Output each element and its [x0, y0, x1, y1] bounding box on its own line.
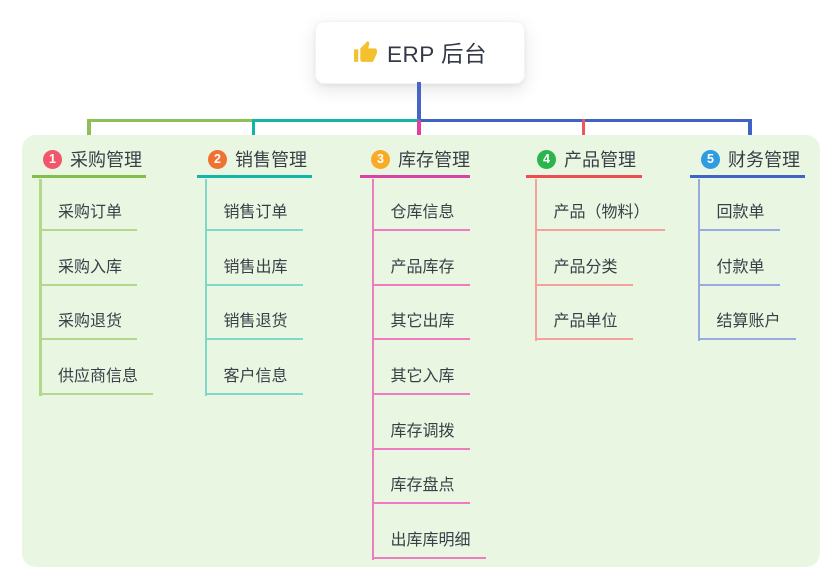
node-receipt-doc[interactable]: 回款单 [697, 202, 780, 231]
branch-header-inventory[interactable]: 3 库存管理 [360, 143, 470, 178]
drop-line-product [581, 118, 585, 146]
branch-header-product[interactable]: 4 产品管理 [526, 143, 642, 178]
node-warehouse-info[interactable]: 仓库信息 [371, 202, 470, 231]
drop-line-sales [251, 118, 255, 146]
node-sales-outbound[interactable]: 销售出库 [204, 257, 303, 286]
root-title: ERP 后台 [386, 41, 488, 67]
node-outbound-detail[interactable]: 出库库明细 [371, 530, 486, 559]
branch-title: 采购管理 [70, 150, 142, 170]
branch-trunk-finance [697, 178, 700, 341]
branch-number-badge: 1 [43, 149, 62, 169]
branch-trunk-inventory [371, 178, 374, 560]
bus-segment-blue [419, 118, 752, 122]
mindmap-panel [22, 135, 820, 567]
branch-header-purchase[interactable]: 1 采购管理 [32, 143, 146, 178]
branch-trunk-product [534, 178, 537, 341]
drop-line-inventory [417, 120, 421, 146]
node-product-unit[interactable]: 产品单位 [534, 311, 633, 340]
node-product-stock[interactable]: 产品库存 [371, 257, 470, 286]
node-purchase-inbound[interactable]: 采购入库 [39, 257, 138, 286]
thumbs-up-icon [353, 41, 377, 62]
root-node[interactable]: ERP 后台 [315, 21, 525, 84]
node-settlement-account[interactable]: 结算账户 [697, 311, 796, 340]
branch-number-badge: 5 [701, 149, 720, 169]
branch-number-badge: 4 [537, 149, 556, 169]
branch-title: 财务管理 [728, 150, 800, 170]
bus-segment-green [87, 118, 254, 122]
node-sales-return[interactable]: 销售退货 [204, 311, 303, 340]
node-product-material[interactable]: 产品（物料） [534, 202, 665, 231]
drop-line-finance [748, 118, 752, 146]
branch-trunk-purchase [39, 178, 42, 396]
node-customer-info[interactable]: 客户信息 [204, 366, 303, 395]
node-stock-transfer[interactable]: 库存调拨 [371, 421, 470, 450]
drop-line-purchase [87, 118, 91, 146]
node-supplier-info[interactable]: 供应商信息 [39, 366, 154, 395]
branch-number-badge: 2 [208, 149, 227, 169]
node-sales-order[interactable]: 销售订单 [204, 202, 303, 231]
branch-title: 产品管理 [564, 150, 636, 170]
bus-segment-teal [253, 118, 419, 122]
branch-number-badge: 3 [371, 149, 390, 169]
branch-header-finance[interactable]: 5 财务管理 [690, 143, 805, 178]
branch-header-sales[interactable]: 2 销售管理 [197, 143, 312, 178]
node-purchase-return[interactable]: 采购退货 [39, 311, 138, 340]
branch-title: 销售管理 [235, 150, 307, 170]
node-purchase-order[interactable]: 采购订单 [39, 202, 138, 231]
node-product-category[interactable]: 产品分类 [534, 257, 633, 286]
node-other-outbound[interactable]: 其它出库 [371, 311, 470, 340]
node-stock-check[interactable]: 库存盘点 [371, 475, 470, 504]
root-stem-line [417, 82, 421, 120]
node-other-inbound[interactable]: 其它入库 [371, 366, 470, 395]
branch-trunk-sales [204, 178, 207, 396]
node-payment-doc[interactable]: 付款单 [697, 257, 780, 286]
branch-title: 库存管理 [398, 150, 470, 170]
